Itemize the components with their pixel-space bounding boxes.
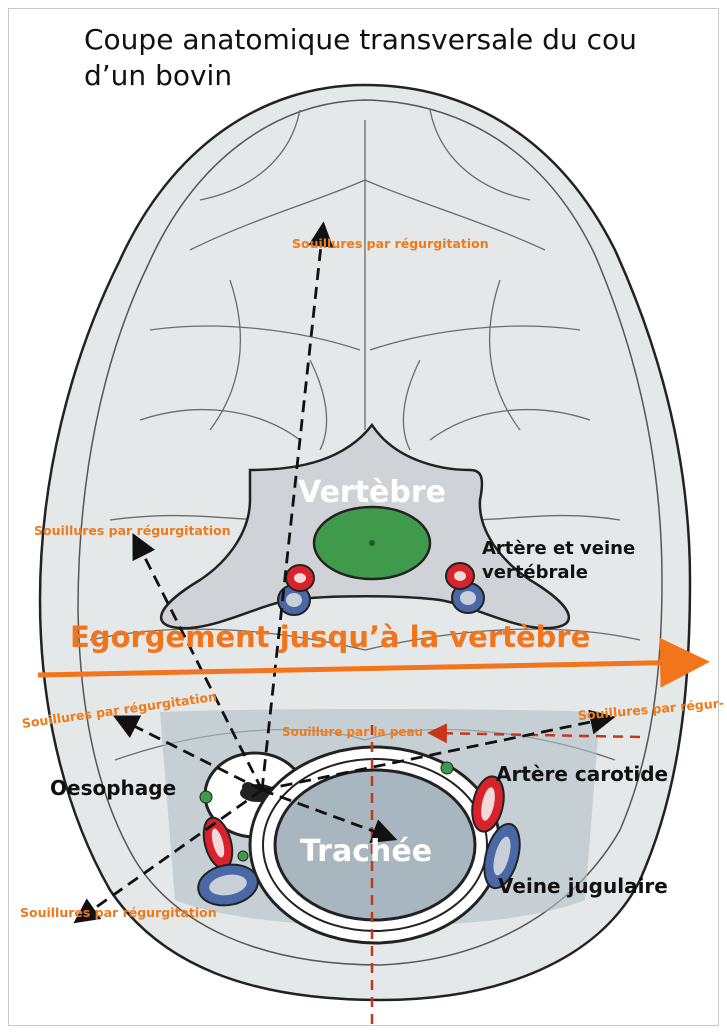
- label-vertebra: Vertèbre: [298, 475, 446, 510]
- label-jugular: Veine jugulaire: [498, 874, 668, 898]
- label-cut: Egorgement jusqu’à la vertèbre: [70, 620, 590, 654]
- spinal-canal-center: [369, 540, 375, 546]
- nerve-right: [441, 762, 453, 774]
- nerve-left: [200, 791, 212, 803]
- label-vertebral-vessels-2: vertébrale: [482, 562, 588, 583]
- label-carotid: Artère carotide: [496, 762, 668, 786]
- label-oesophagus: Oesophage: [50, 776, 176, 800]
- label-skin-contamination: Souillure par la peau: [282, 725, 423, 739]
- label-trachea: Trachée: [300, 834, 432, 869]
- label-vertebral-vessels-1: Artère et veine: [482, 538, 635, 559]
- nerve-left-lower: [238, 851, 248, 861]
- label-regurgitation-top: Souillures par régurgitation: [292, 236, 489, 251]
- label-regurgitation-bottom: Souillures par régurgitation: [20, 905, 217, 920]
- label-regurgitation-left: Souillures par régurgitation: [34, 523, 231, 538]
